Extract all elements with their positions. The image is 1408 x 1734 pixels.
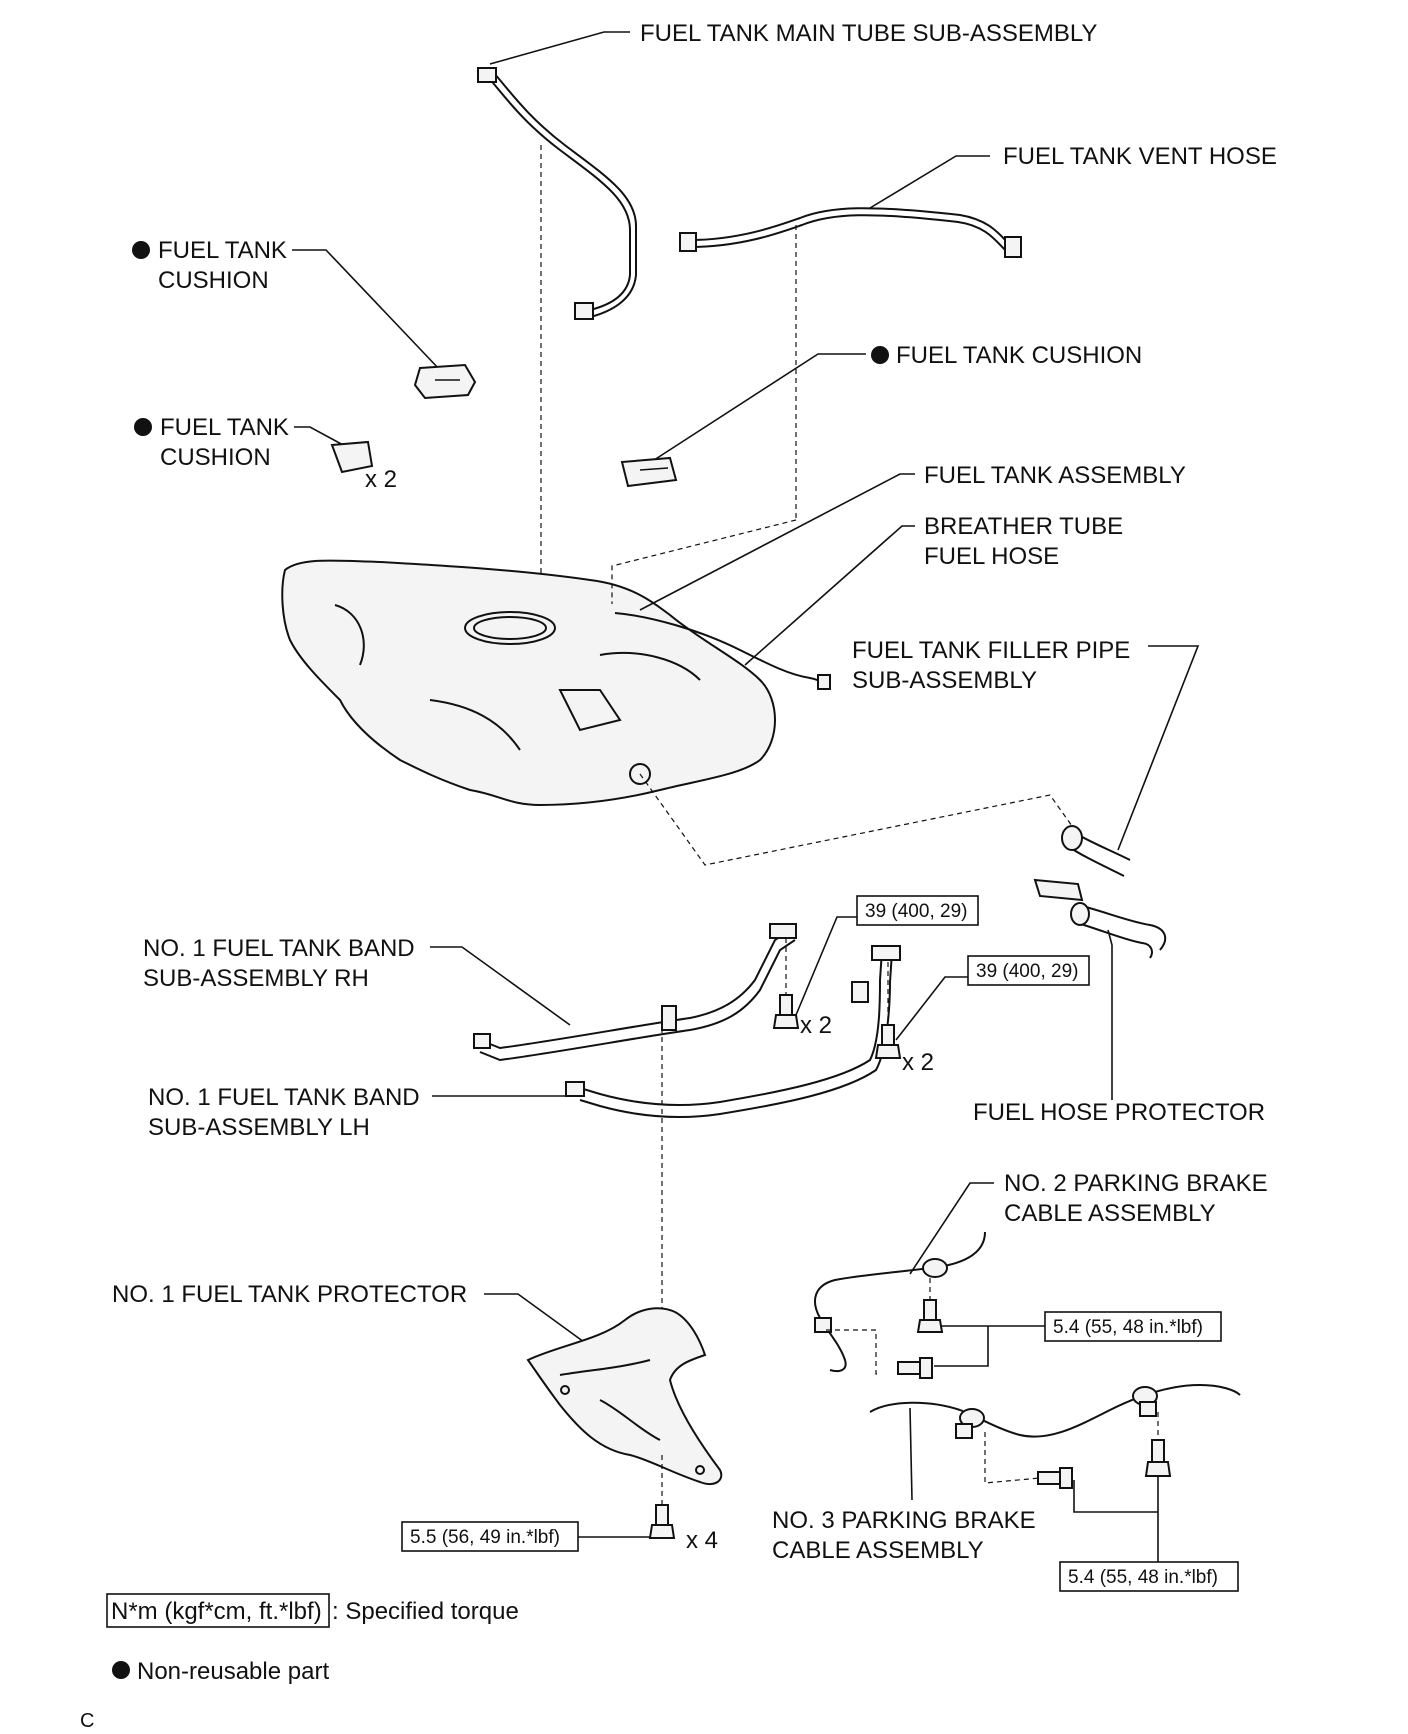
nonreusable-marker-cushion-left — [132, 241, 150, 259]
label-filler-2: SUB-ASSEMBLY — [852, 667, 1037, 694]
label-pb2-1: NO. 2 PARKING BRAKE — [1004, 1170, 1268, 1197]
hose-protector-part — [1033, 878, 1167, 959]
breather-hose-connector — [817, 674, 831, 690]
torque-pb2: 5.4 (55, 48 in.*lbf) — [1053, 1317, 1203, 1338]
leader-vent-hose — [869, 155, 990, 209]
qty-band-rh: x 2 — [800, 1012, 832, 1039]
cushion-right-part — [620, 456, 678, 488]
label-main-tube: FUEL TANK MAIN TUBE SUB-ASSEMBLY — [640, 20, 1097, 47]
leader-torque-band-lh — [895, 976, 968, 1041]
label-cushion-small-2: CUSHION — [160, 444, 271, 471]
label-cushion-left-2: CUSHION — [158, 267, 269, 294]
filler-pipe-part — [1061, 825, 1131, 877]
label-vent-hose: FUEL TANK VENT HOSE — [1003, 143, 1277, 170]
bolt-band-rh — [772, 994, 800, 1029]
nonreusable-marker-cushion-small — [134, 418, 152, 436]
leader-tank-protector — [484, 1293, 596, 1351]
label-cushion-left-1: FUEL TANK — [158, 237, 287, 264]
torque-box-band-lh — [967, 955, 1090, 986]
vent-hose-part — [679, 207, 1022, 258]
band-lh-part — [565, 945, 901, 1119]
leader-band-rh — [430, 946, 571, 1026]
qty-band-lh: x 2 — [902, 1049, 934, 1076]
label-pb3-2: CABLE ASSEMBLY — [772, 1537, 984, 1564]
leader-pb3 — [909, 1407, 913, 1501]
label-band-lh-1: NO. 1 FUEL TANK BAND — [148, 1084, 420, 1111]
fuel-tank-part — [281, 559, 776, 807]
dash-pb2-b — [826, 1329, 878, 1375]
label-filler-1: FUEL TANK FILLER PIPE — [852, 637, 1130, 664]
label-breather-1: BREATHER TUBE — [924, 513, 1123, 540]
torque-box-pb2 — [1044, 1311, 1222, 1342]
pb2-cable-part — [814, 1231, 986, 1373]
leader-cushion-small — [294, 426, 346, 447]
leader-hose-protector — [1107, 929, 1113, 1100]
dash-vent-to-tank — [611, 519, 797, 604]
bolt-band-lh — [874, 1024, 902, 1059]
label-pb2-2: CABLE ASSEMBLY — [1004, 1200, 1216, 1227]
leader-cushion-right — [650, 353, 866, 463]
qty-cushion-small: x 2 — [365, 466, 397, 493]
dash-pb3 — [984, 1432, 1041, 1484]
leader-filler — [1117, 645, 1200, 851]
bolt-protector — [648, 1504, 676, 1539]
torque-band-rh: 39 (400, 29) — [865, 901, 967, 922]
bolt-pb3-a — [1037, 1467, 1073, 1489]
torque-protector: 5.5 (56, 49 in.*lbf) — [410, 1527, 560, 1548]
label-hose-protector: FUEL HOSE PROTECTOR — [973, 1099, 1265, 1126]
label-tank-assembly: FUEL TANK ASSEMBLY — [924, 462, 1186, 489]
label-breather-2: FUEL HOSE — [924, 543, 1059, 570]
bolt-pb2-a — [916, 1299, 944, 1333]
cushion-left-part — [413, 363, 477, 400]
label-band-rh-2: SUB-ASSEMBLY RH — [143, 965, 369, 992]
legend-torque-unit: N*m (kgf*cm, ft.*lbf) — [111, 1598, 322, 1625]
legend-nonreusable-text: Non-reusable part — [137, 1658, 329, 1685]
leader-cushion-left — [292, 249, 441, 371]
band-rh-part — [473, 923, 797, 1062]
qty-protector: x 4 — [686, 1527, 718, 1554]
label-pb3-1: NO. 3 PARKING BRAKE — [772, 1507, 1036, 1534]
leader-pb2 — [909, 1182, 994, 1275]
label-cushion-small-1: FUEL TANK — [160, 414, 289, 441]
dash-filler — [639, 773, 1073, 866]
nonreusable-marker-cushion-right — [871, 346, 889, 364]
torque-box-pb3 — [1059, 1561, 1239, 1592]
footer-code: C — [80, 1710, 94, 1732]
bolt-pb2-b — [897, 1357, 933, 1379]
bolt-pb3-b — [1144, 1439, 1172, 1477]
tank-protector-part — [526, 1307, 723, 1486]
label-tank-protector: NO. 1 FUEL TANK PROTECTOR — [112, 1281, 467, 1308]
pb3-cable-part — [869, 1383, 1241, 1439]
label-cushion-right: FUEL TANK CUSHION — [896, 342, 1142, 369]
torque-box-protector — [401, 1521, 579, 1552]
leader-torque-pb3 — [1073, 1476, 1159, 1562]
leader-main-tube — [489, 31, 630, 65]
leader-torque-pb2 — [934, 1325, 1045, 1367]
nonreusable-legend-marker — [112, 1661, 130, 1679]
torque-pb3: 5.4 (55, 48 in.*lbf) — [1068, 1567, 1218, 1588]
cushion-small-part — [330, 440, 374, 474]
torque-box-band-rh — [856, 895, 979, 926]
leader-tank-assembly — [639, 473, 915, 611]
leader-torque-band-rh — [795, 916, 857, 1016]
main-tube-part — [477, 67, 637, 320]
legend-torque-box — [106, 1593, 330, 1628]
leader-breather — [744, 525, 915, 666]
label-band-rh-1: NO. 1 FUEL TANK BAND — [143, 935, 415, 962]
legend-torque-text: : Specified torque — [332, 1598, 519, 1625]
torque-band-lh: 39 (400, 29) — [976, 961, 1078, 982]
label-band-lh-2: SUB-ASSEMBLY LH — [148, 1114, 370, 1141]
